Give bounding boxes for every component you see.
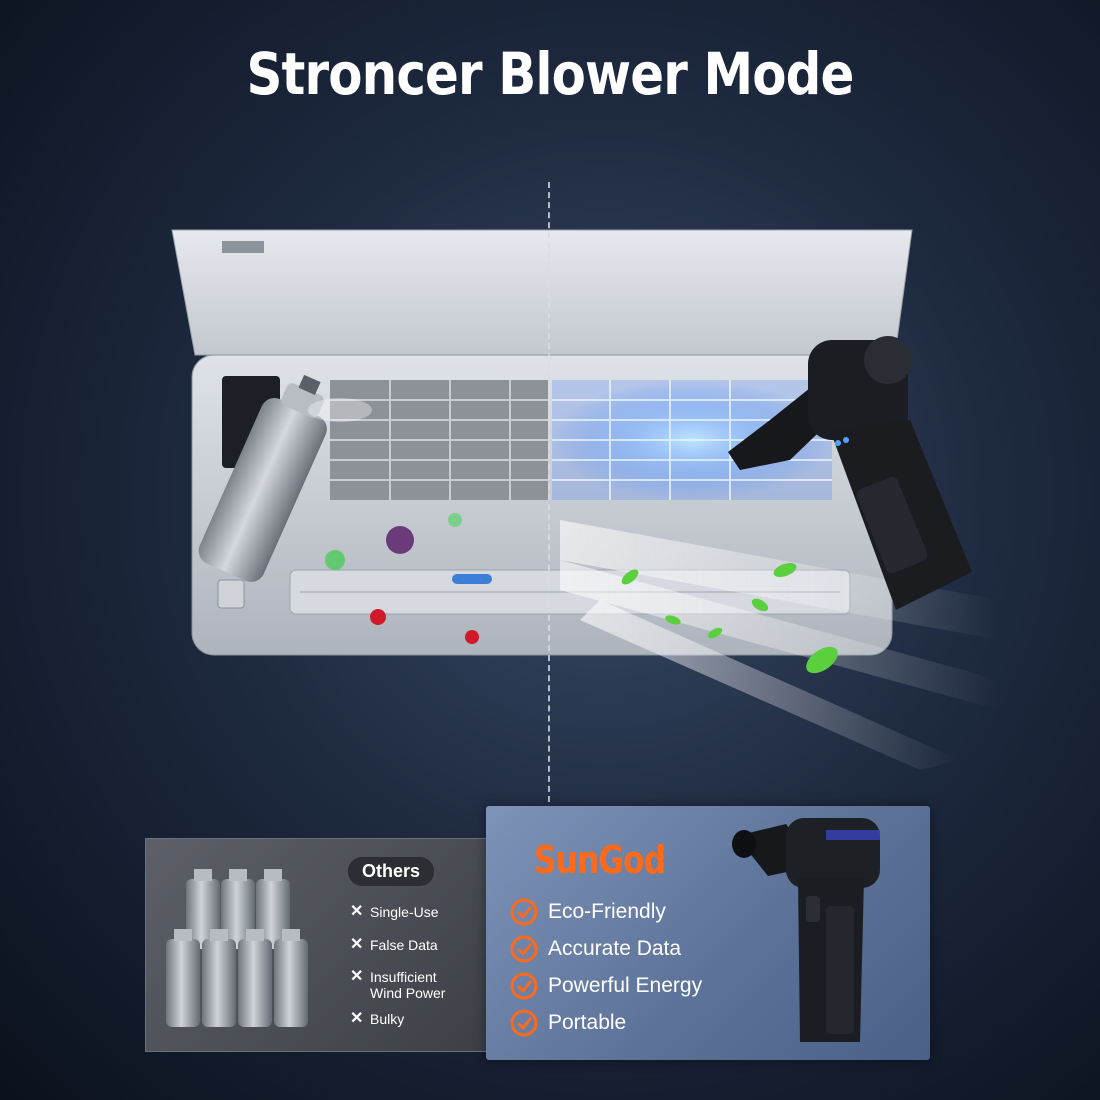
sungod-blower-image <box>732 818 880 1042</box>
blower-device <box>728 336 972 610</box>
others-panel <box>145 838 492 1052</box>
others-item: ✕ Single-Use <box>350 903 439 921</box>
sungod-item-label: Eco-Friendly <box>548 900 666 923</box>
others-item: ✕ False Data <box>350 936 438 954</box>
sungod-panel <box>486 806 930 1060</box>
spray-mist <box>308 398 372 422</box>
germ-particles <box>325 513 492 644</box>
check-circle-icon <box>510 935 538 963</box>
x-icon: ✕ <box>350 936 364 953</box>
spray-can <box>198 374 327 582</box>
spray-cans-group-image <box>166 869 308 1027</box>
sungod-item-label: Accurate Data <box>548 937 682 960</box>
page-title: Stroncer Blower Mode <box>246 40 854 108</box>
check-circle-icon <box>510 1009 538 1037</box>
x-icon: ✕ <box>350 1010 364 1027</box>
check-circle-icon <box>510 972 538 1000</box>
others-item-label-line2: Wind Power <box>370 985 446 1001</box>
others-item-label: Bulky <box>370 1011 405 1027</box>
sungod-item-label: Portable <box>548 1011 627 1034</box>
sungod-brand: SunGod <box>534 838 666 882</box>
airflow-streaks <box>560 520 1000 770</box>
ac-lid <box>171 229 913 356</box>
others-item-label: Single-Use <box>370 904 439 920</box>
others-item-label-line1: Insufficient <box>370 969 437 985</box>
comparison-divider <box>548 182 550 802</box>
x-icon: ✕ <box>350 903 364 920</box>
x-icon: ✕ <box>350 968 364 985</box>
check-circle-icon <box>510 898 538 926</box>
others-item: ✕ Bulky <box>350 1010 405 1028</box>
hero-illustration <box>171 229 1000 770</box>
leaf-particles <box>621 563 838 674</box>
others-item-label: False Data <box>370 937 438 953</box>
others-heading: Others <box>348 857 435 886</box>
sungod-item-label: Powerful Energy <box>548 974 703 997</box>
